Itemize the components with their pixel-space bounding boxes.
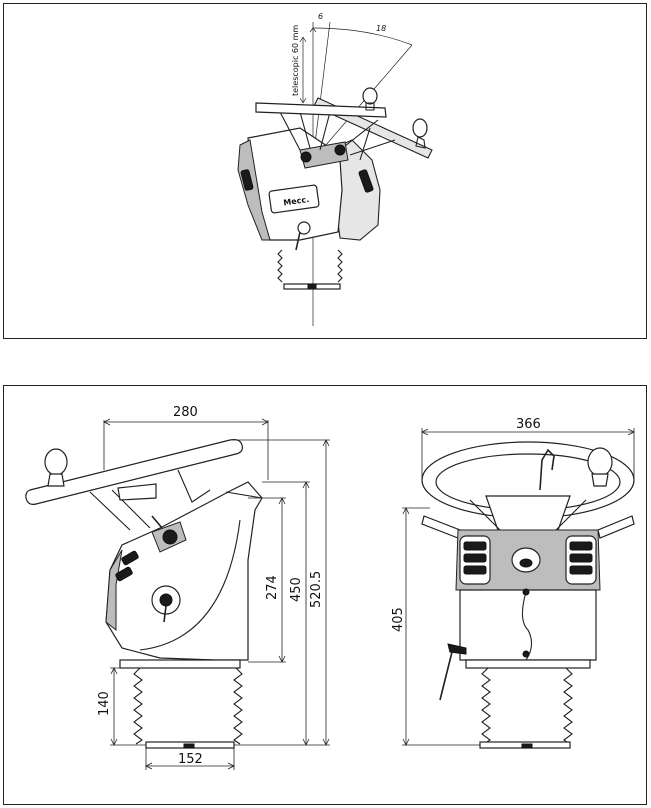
column-side-trim (237, 139, 271, 241)
side-view-diagram (25, 438, 263, 749)
front-column-body (459, 589, 597, 661)
side-view-dimensions (103, 418, 330, 770)
front-bellows-left (481, 667, 491, 745)
dimension-view-panel (3, 385, 647, 805)
bellows-left (277, 249, 283, 283)
front-width-label: 366 (516, 417, 541, 432)
side-height-450-label: 450 (289, 577, 304, 602)
angle-large-label: 18 (376, 24, 386, 33)
wheel-rim (255, 102, 387, 118)
front-bellows-right (563, 667, 573, 745)
angle-ray-6 (312, 21, 331, 161)
spinner-knob (362, 87, 378, 105)
base-width-label: 152 (178, 752, 203, 767)
svg-text:Mecc.: Mecc. (283, 195, 310, 208)
angle-arc (312, 27, 413, 46)
telescopic-label: telescopic 60 mm (291, 25, 300, 96)
front-view-dimensions (402, 428, 635, 746)
side-bellows-left (133, 667, 143, 745)
side-column-body (105, 481, 263, 661)
ignition-switch (297, 221, 311, 235)
bellows-right (337, 249, 343, 283)
side-height-274-label: 274 (265, 575, 280, 600)
tilted-knob (412, 118, 428, 138)
right-stalk (597, 515, 635, 539)
angle-small-label: 6 (318, 12, 323, 21)
adjustment-diagram: Mecc. (237, 21, 433, 326)
side-rotary-knob (162, 529, 178, 545)
front-height-label: 405 (391, 607, 406, 632)
side-height-520-label: 520.5 (309, 571, 324, 608)
side-bellows-right (233, 667, 243, 745)
front-view-diagram (421, 441, 635, 749)
angle-ray-18 (312, 44, 413, 161)
side-width-label: 280 (173, 405, 198, 420)
logo-plate (268, 184, 320, 214)
side-wheel-rim (25, 438, 243, 505)
tilt-lever (439, 651, 453, 701)
base-height-label: 140 (97, 691, 112, 716)
side-base-ring (119, 659, 241, 669)
